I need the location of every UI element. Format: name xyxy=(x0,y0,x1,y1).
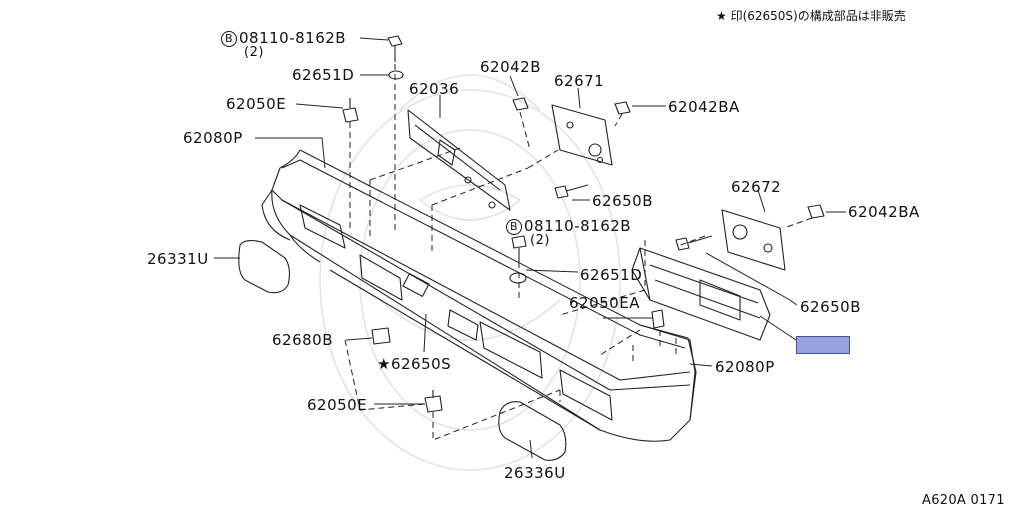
part-62680B[interactable]: 62680B xyxy=(272,331,334,349)
plate-62671 xyxy=(551,104,613,166)
fasteners xyxy=(342,35,825,413)
part-26331U[interactable]: 26331U xyxy=(147,250,209,268)
non-sale-note: ★ 印(62650S)の構成部品は非販売 xyxy=(716,9,906,23)
bolt-top-part-number: 08110-8162B xyxy=(239,29,347,47)
lamp-26336U xyxy=(498,401,567,461)
part-26336U[interactable]: 26336U xyxy=(504,464,566,482)
reinforcement-bar xyxy=(631,247,771,341)
bolt-mid-part-number: 08110-8162B xyxy=(524,217,632,235)
part-62671[interactable]: 62671 xyxy=(554,72,605,90)
part-62050EA[interactable]: 62050EA xyxy=(569,294,640,312)
part-62650B-mid[interactable]: 62650B xyxy=(592,192,654,210)
part-62650B-right[interactable]: 62650B xyxy=(800,298,862,316)
bolt-mid-quantity: (2) xyxy=(530,233,550,248)
bracket-62036 xyxy=(407,109,511,211)
part-62672[interactable]: 62672 xyxy=(731,178,782,196)
bumper-shell xyxy=(261,149,697,442)
part-62050E-bottom[interactable]: 62050E xyxy=(307,396,368,414)
part-62651D-top[interactable]: 62651D xyxy=(292,66,355,84)
plate-62672 xyxy=(721,209,786,271)
bolt-symbol-icon: B xyxy=(221,31,237,47)
watermark-emblem xyxy=(319,74,621,471)
bolt-top-quantity: (2) xyxy=(244,45,264,60)
part-62651D-mid[interactable]: 62651D xyxy=(580,266,643,284)
part-62650S[interactable]: ★62650S xyxy=(377,355,452,373)
part-62042BA-top[interactable]: 62042BA xyxy=(668,98,740,116)
leader-lines xyxy=(214,37,846,459)
part-62042BA-right[interactable]: 62042BA xyxy=(848,203,920,221)
part-62080P-right[interactable]: 62080P xyxy=(715,358,775,376)
part-62050E-top[interactable]: 62050E xyxy=(226,95,287,113)
bolt-symbol-icon: B xyxy=(506,219,522,235)
drawing-reference-code: A620A 0171 xyxy=(922,493,1005,508)
part-62042B[interactable]: 62042B xyxy=(480,58,542,76)
part-62080P-left[interactable]: 62080P xyxy=(183,129,243,147)
part-62036[interactable]: 62036 xyxy=(409,80,460,98)
lamp-26331U xyxy=(238,239,291,294)
highlighted-part-marker[interactable] xyxy=(796,336,850,354)
dashed-assembly-lines xyxy=(344,64,813,441)
